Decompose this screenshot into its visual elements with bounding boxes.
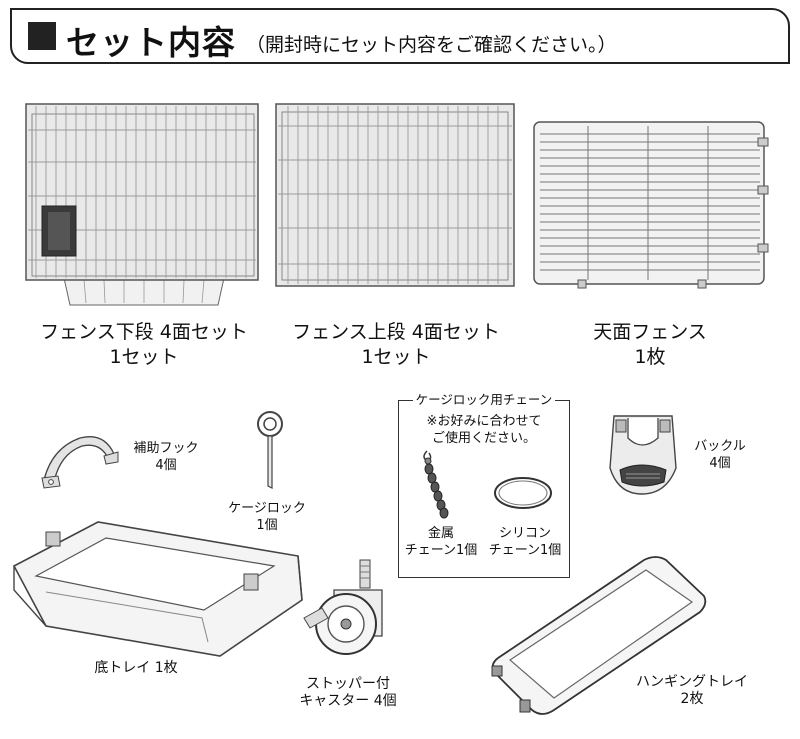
hanging-tray-label: ハンギングトレイ 2枚	[636, 674, 748, 707]
buckle-illustration	[609, 415, 677, 495]
lower-fence-label: フェンス下段 4面セット 1セット	[40, 321, 248, 368]
hanging-tray-illustration	[491, 556, 707, 715]
hook-label: 補助フック 4個	[133, 441, 199, 473]
buckle-label: バックル 4個	[694, 439, 746, 471]
bottom-tray-label: 底トレイ 1枚	[94, 660, 178, 676]
metal-chain-illustration	[423, 450, 449, 519]
chain-box-title: ケージロック用チェーン	[412, 392, 556, 407]
top-fence-label: 天面フェンス 1枚	[593, 321, 707, 368]
top-fence-illustration	[533, 121, 769, 289]
silicone-chain-label: シリコン チェーン1個	[488, 526, 562, 558]
section-subtitle: （開封時にセット内容をご確認ください。）	[246, 34, 617, 56]
upper-fence-label: フェンス上段 4面セット 1セット	[292, 321, 500, 368]
caster-illustration	[303, 559, 383, 655]
cage-lock-illustration	[257, 411, 283, 489]
lower-fence-illustration	[25, 103, 259, 306]
cage-lock-label: ケージロック 1個	[228, 501, 306, 533]
section-header: セット内容 （開封時にセット内容をご確認ください。）	[10, 8, 790, 64]
metal-chain-label: 金属 チェーン1個	[404, 526, 478, 558]
hook-illustration	[41, 436, 119, 489]
bottom-tray-illustration	[12, 521, 303, 657]
caster-label: ストッパー付 キャスター 4個	[299, 676, 397, 709]
section-title: セット内容	[66, 23, 236, 62]
upper-fence-illustration	[275, 103, 515, 287]
black-square-bullet	[28, 22, 56, 50]
silicone-chain-illustration	[494, 477, 552, 509]
chain-box: ケージロック用チェーン ※お好みに合わせて ご使用ください。 金属 チェーン1個…	[398, 392, 570, 578]
chain-box-note: ※お好みに合わせて ご使用ください。	[426, 414, 542, 446]
